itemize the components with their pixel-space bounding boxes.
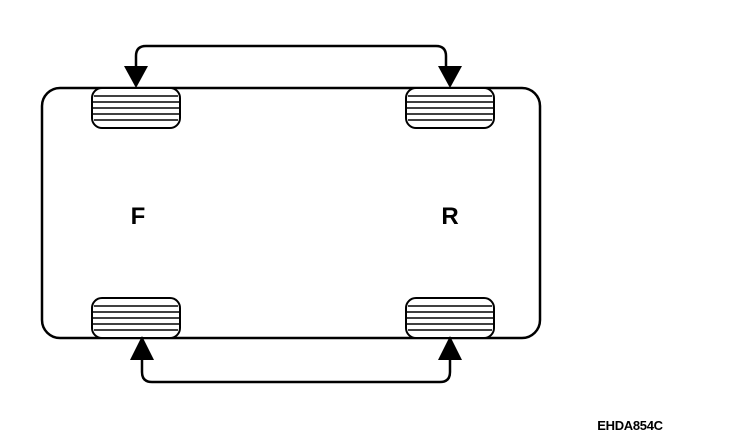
tire-icon xyxy=(91,297,181,339)
tire-icon xyxy=(405,297,495,339)
front-label: F xyxy=(131,203,146,230)
tire-icon xyxy=(405,87,495,129)
figure-code: EHDA854C xyxy=(597,418,663,433)
vehicle-body-outline xyxy=(40,86,542,340)
tire-icon xyxy=(91,87,181,129)
double-arrow-icon xyxy=(124,44,462,88)
double-arrow-icon xyxy=(130,336,462,384)
rear-label: R xyxy=(441,203,458,230)
